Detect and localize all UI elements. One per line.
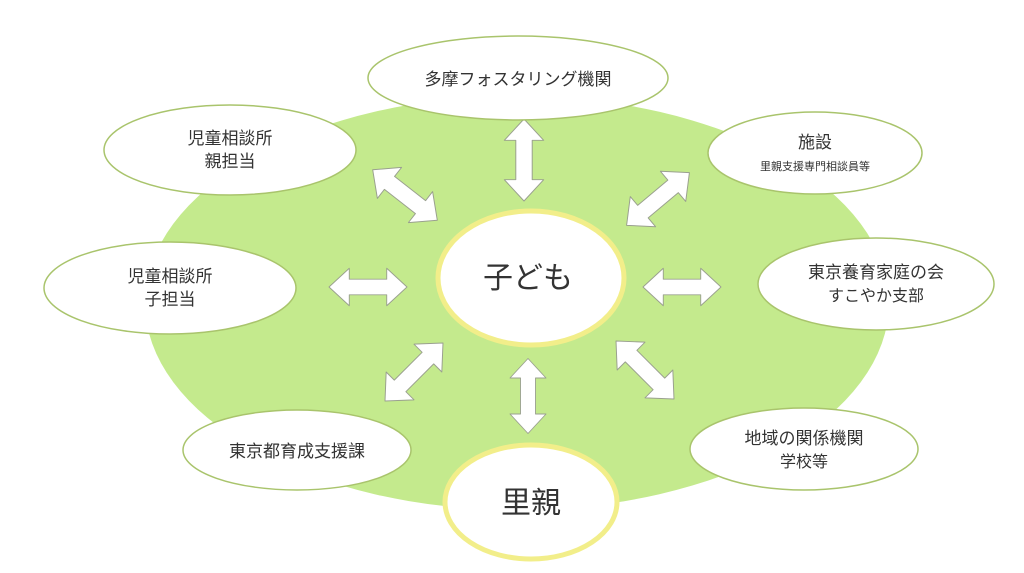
node-tokyo-kai-line1: 東京養育家庭の会	[808, 263, 944, 283]
node-tokyo-kai: 東京養育家庭の会 すこやか支部	[757, 237, 995, 331]
node-multi-foster-label: 多摩フォスタリング機関	[425, 70, 612, 90]
node-chiiki: 地域の関係機関 学校等	[689, 407, 919, 491]
node-jido-ko-line2: 子担当	[145, 290, 196, 310]
bottom-label: 里親	[501, 486, 561, 521]
node-shisetsu-line2: 里親支援専門相談員等	[760, 159, 870, 173]
node-chiiki-line2: 学校等	[780, 452, 828, 471]
node-multi-foster: 多摩フォスタリング機関	[367, 35, 669, 121]
node-tokyo-ikusei-label: 東京都育成支援課	[229, 442, 365, 462]
node-jido-ko-line1: 児童相談所	[128, 267, 213, 287]
node-chiiki-line1: 地域の関係機関	[745, 429, 864, 449]
node-jido-oya: 児童相談所 親担当	[103, 104, 357, 196]
bottom-node: 里親	[442, 442, 620, 562]
node-shisetsu: 施設 里親支援専門相談員等	[707, 111, 923, 195]
center-node: 子ども	[435, 208, 627, 348]
center-label: 子ども	[483, 261, 573, 296]
node-jido-oya-line2: 親担当	[205, 152, 256, 172]
node-jido-ko: 児童相談所 子担当	[43, 241, 297, 335]
node-shisetsu-line1: 施設	[798, 133, 832, 153]
node-tokyo-ikusei: 東京都育成支援課	[182, 409, 412, 491]
node-jido-oya-line1: 児童相談所	[188, 129, 273, 149]
node-tokyo-kai-line2: すこやか支部	[828, 286, 924, 305]
